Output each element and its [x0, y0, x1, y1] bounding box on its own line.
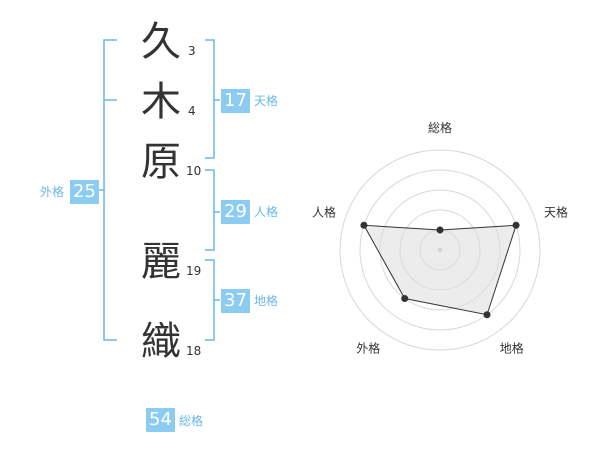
name-char-1: 久 — [141, 19, 181, 65]
radar-data-polygon — [363, 224, 517, 316]
radar-point — [360, 221, 368, 229]
radar-ring — [339, 149, 541, 351]
radar-axis-label: 地格 — [500, 341, 524, 356]
stroke-count-5: 18 — [186, 344, 202, 358]
stroke-count-4: 19 — [186, 264, 202, 278]
name-char-3: 原 — [141, 139, 181, 185]
gaikaku-label: 外格 — [40, 185, 65, 199]
chikaku-value-badge: 37 — [221, 289, 250, 313]
name-char-5: 織 — [141, 319, 181, 365]
radar-axis-label: 人格 — [312, 204, 336, 219]
jinkaku-label: 人格 — [254, 205, 279, 219]
radar-axis-label: 外格 — [356, 341, 380, 356]
bracket-lines — [96, 39, 220, 341]
name-char-2: 木 — [141, 79, 181, 125]
radar-point — [401, 295, 409, 303]
tenkaku-label: 天格 — [254, 94, 279, 108]
gaikaku-value-badge: 25 — [70, 180, 99, 204]
jinkaku-value-badge: 29 — [221, 200, 250, 224]
soukaku-value-badge: 54 — [146, 408, 175, 432]
radar-point — [436, 226, 444, 234]
radar-point — [483, 311, 491, 319]
soukaku-label: 総格 — [179, 414, 204, 428]
stroke-count-2: 4 — [188, 104, 196, 118]
tenkaku-value-badge: 17 — [221, 89, 250, 113]
name-char-4: 麗 — [141, 239, 181, 285]
stroke-count-1: 3 — [188, 44, 196, 58]
stroke-count-3: 10 — [186, 164, 202, 178]
radar-point — [512, 221, 520, 229]
radar-axis-label: 総格 — [428, 120, 452, 135]
chikaku-label: 地格 — [254, 294, 279, 308]
radar-axis-label: 天格 — [544, 204, 568, 219]
radar-ring — [359, 169, 521, 331]
